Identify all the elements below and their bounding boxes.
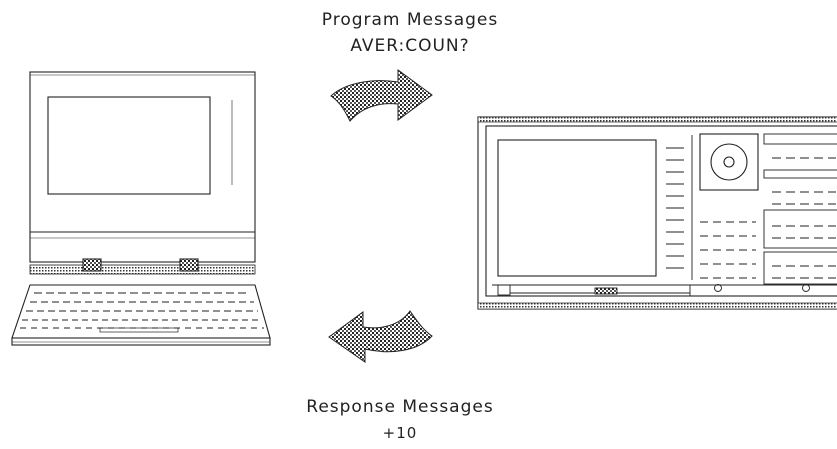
laptop-spacebar	[100, 328, 178, 332]
instrument-display	[498, 140, 656, 276]
program-message-arrow	[331, 70, 432, 121]
program-messages-label: Program Messages AVER:COUN?	[280, 12, 540, 55]
instrument-front-strip	[492, 285, 837, 297]
laptop-screen	[48, 97, 210, 194]
instrument-keypad	[700, 134, 837, 284]
laptop-keyboard	[20, 293, 264, 332]
knob-housing	[700, 134, 758, 190]
response-message-arrow	[329, 311, 432, 362]
laptop-lid	[30, 72, 255, 262]
disk-slot	[595, 288, 617, 294]
laptop-hinge-band	[30, 265, 255, 274]
front-connector-1	[715, 285, 722, 292]
analyzer-instrument	[478, 117, 837, 309]
laptop-front-edge	[12, 338, 270, 345]
instrument-bottom-band	[478, 303, 837, 309]
laptop-computer	[12, 72, 270, 345]
instrument-top-band	[478, 117, 837, 122]
instrument-softkeys	[666, 135, 692, 280]
front-connector-2	[803, 285, 810, 292]
program-messages-title: Program Messages	[280, 12, 540, 29]
program-messages-command: AVER:COUN?	[280, 38, 540, 55]
response-messages-value: +10	[270, 426, 530, 441]
response-messages-label: Response Messages +10	[270, 399, 530, 441]
instrument-inner-panel	[486, 126, 837, 296]
laptop-hinge-left	[83, 259, 101, 271]
instrument-outer-frame	[478, 117, 837, 309]
laptop-hinge-right	[180, 259, 198, 271]
knob-icon	[711, 144, 747, 180]
response-messages-title: Response Messages	[270, 399, 530, 416]
